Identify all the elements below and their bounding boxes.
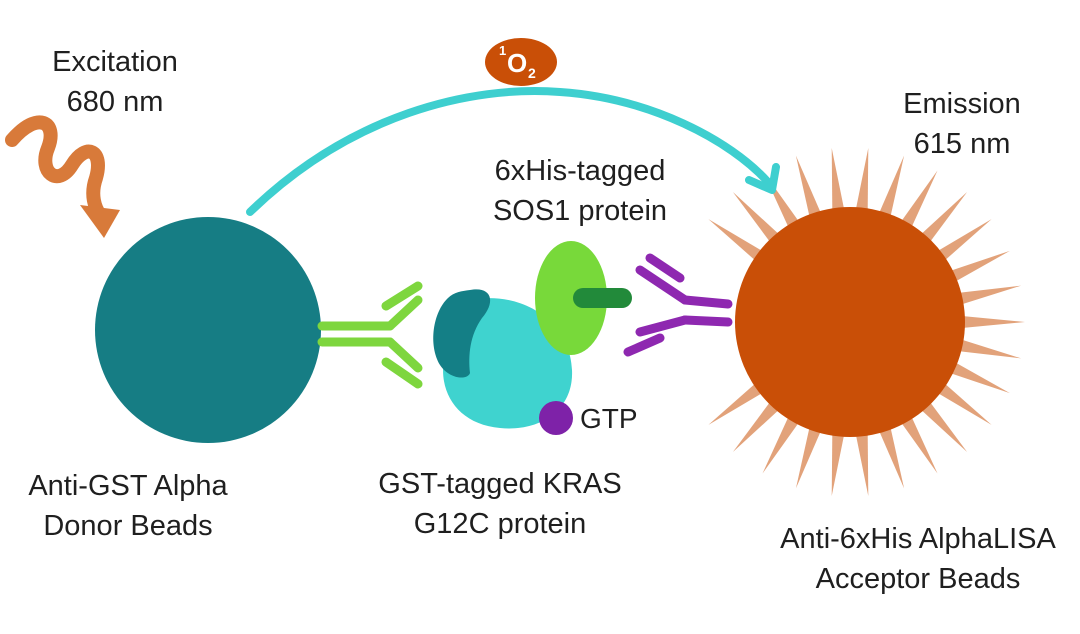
emission-ray [762,415,800,474]
kras-protein [433,289,573,429]
emission-ray [937,219,992,262]
singlet-oxygen-badge: 1 O 2 [485,38,557,86]
emission-ray [937,382,992,425]
acceptor-bead-emission-rays [708,147,1025,497]
emission-ray [900,415,938,474]
excitation-wavelength: 680 nm [67,86,164,118]
donor-bead-label-line2: Donor Beads [43,510,212,542]
anti-6xhis-antibody [623,253,733,357]
sos1-label-line1: 6xHis-tagged [495,155,666,187]
gtp-label: GTP [580,403,638,434]
singlet-oxygen-superscript: 1 [499,43,506,58]
emission-wavelength: 615 nm [914,128,1011,160]
singlet-oxygen-transfer-arrow [246,87,780,216]
emission-ray [878,426,905,489]
acceptor-bead [735,207,965,437]
singlet-oxygen-subscript: 2 [528,65,536,81]
donor-bead-label-line1: Anti-GST Alpha [28,470,228,502]
sos1-protein [535,241,632,355]
emission-ray [831,432,845,497]
sos1-binding-bar [573,288,632,308]
sos1-label-line2: SOS1 protein [493,195,667,227]
emission-ray [920,401,968,453]
emission-ray [855,147,869,212]
singlet-oxygen-symbol: O [507,48,527,78]
emission-ray [958,339,1022,359]
emission-ray [962,316,1025,328]
kras-label-line2: G12C protein [414,508,587,540]
emission-ray [795,155,822,218]
emission-ray [708,382,763,425]
emission-ray [831,147,845,212]
emission-label: Emission [903,88,1021,120]
excitation-wave-arrow [5,115,120,238]
anti-gst-antibody [317,281,423,389]
acceptor-bead-label-line1: Anti-6xHis AlphaLISA [780,523,1056,555]
emission-ray [732,191,780,243]
emission-ray [855,432,869,497]
emission-ray [878,155,905,218]
emission-ray [732,401,780,453]
gtp-molecule [539,401,573,435]
emission-ray [958,285,1022,305]
emission-ray [708,219,763,262]
excitation-label: Excitation [52,46,178,78]
emission-ray [920,191,968,243]
emission-ray [949,362,1010,394]
emission-ray [795,426,822,489]
emission-ray [900,170,938,229]
acceptor-bead-label-line2: Acceptor Beads [816,563,1021,595]
kras-label-line1: GST-tagged KRAS [378,468,621,500]
emission-ray [949,250,1010,282]
donor-bead [95,217,321,443]
